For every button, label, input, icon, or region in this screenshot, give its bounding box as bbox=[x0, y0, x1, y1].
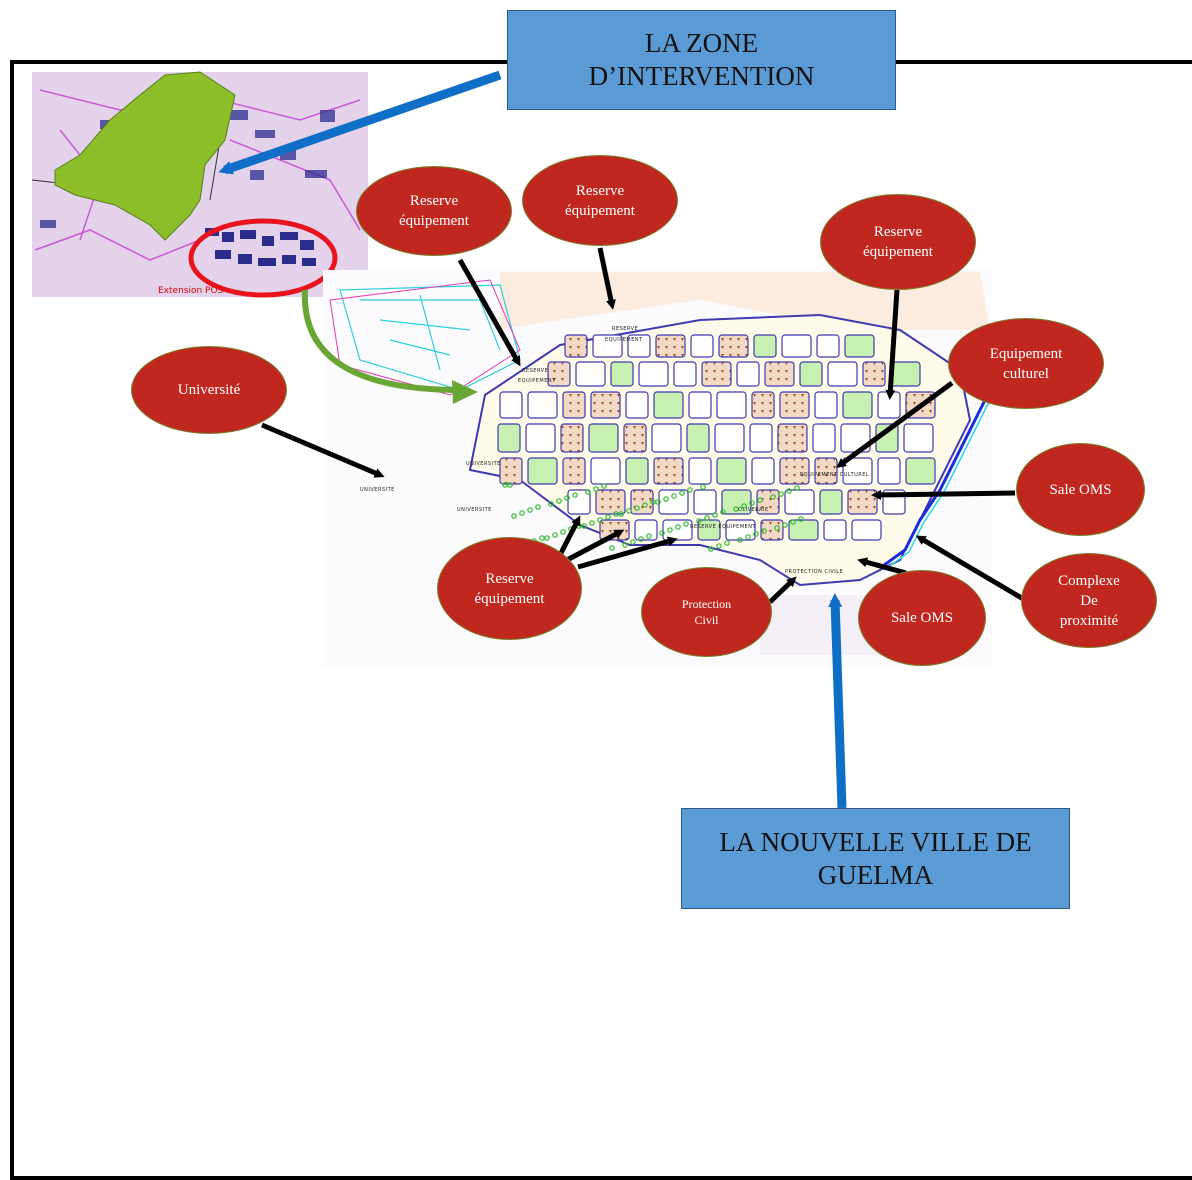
label-equip-left: EQUIPEMENT bbox=[518, 378, 556, 384]
arrows bbox=[218, 70, 1027, 809]
bubble-universite: Université bbox=[131, 346, 287, 434]
bubble-complexe-proximite: Complexe De proximité bbox=[1021, 553, 1157, 648]
label-univ-1: UNIVERSITE bbox=[466, 461, 501, 467]
zone-arrow bbox=[218, 70, 502, 175]
label-univ-2: UNIVERSITE bbox=[360, 487, 395, 493]
bubble-reserve-4: Reserve équipement bbox=[437, 537, 582, 640]
bubble-equipement-culturel: Equipement culturel bbox=[948, 318, 1104, 409]
arrow-reserve1 bbox=[457, 258, 521, 367]
arrow-reserve3 bbox=[885, 289, 900, 400]
arrow-protection bbox=[768, 576, 797, 604]
arrow-reserve2 bbox=[597, 247, 616, 310]
intervention-zone-shape bbox=[54, 71, 236, 241]
bubble-protection-civil: Protection Civil bbox=[641, 567, 772, 657]
label-oliveraie: OLIVERAIE bbox=[738, 507, 769, 513]
arrow-reserve4-c bbox=[577, 536, 678, 570]
arrow-complexe bbox=[915, 535, 1027, 603]
label-univ-3: UNIVERSITE bbox=[457, 507, 492, 513]
label-reserve-top: RESERVE bbox=[612, 326, 638, 332]
bubble-sale-oms-1: Sale OMS bbox=[1016, 443, 1145, 536]
bubble-reserve-1: Reserve équipement bbox=[356, 166, 512, 256]
label-equip-top: EQUIPEMENT bbox=[605, 337, 643, 343]
arrow-reserve4-b bbox=[565, 529, 625, 563]
city-arrow bbox=[828, 593, 847, 809]
bubble-reserve-2: Reserve équipement bbox=[522, 155, 678, 246]
curve-arrow bbox=[301, 289, 461, 393]
zone-intervention-callout: LA ZONE D’INTERVENTION bbox=[507, 10, 896, 110]
bubble-reserve-3: Reserve équipement bbox=[820, 194, 976, 290]
label-protection-civile: PROTECTION CIVILE bbox=[785, 569, 843, 575]
minimap-label-extension: Extension POS bbox=[158, 286, 224, 296]
city-name-callout: LA NOUVELLE VILLE DE GUELMA bbox=[681, 808, 1070, 909]
bubble-sale-oms-2: Sale OMS bbox=[858, 570, 986, 666]
highlight-circle bbox=[188, 218, 338, 298]
arrow-sale2 bbox=[857, 557, 907, 576]
label-equip-culturel: EQUIPEMENT CULTUREL bbox=[800, 472, 869, 478]
label-reserve-bottom: RESERVE EQUIPEMENT bbox=[690, 524, 756, 530]
arrow-reserve4-a bbox=[557, 515, 581, 557]
arrow-sale1 bbox=[871, 489, 1016, 500]
arrow-universite bbox=[261, 422, 385, 478]
arrow-culturel bbox=[835, 380, 954, 468]
minimap: Extension POS bbox=[31, 71, 368, 298]
label-reserve-left: RESERVE bbox=[522, 368, 548, 374]
